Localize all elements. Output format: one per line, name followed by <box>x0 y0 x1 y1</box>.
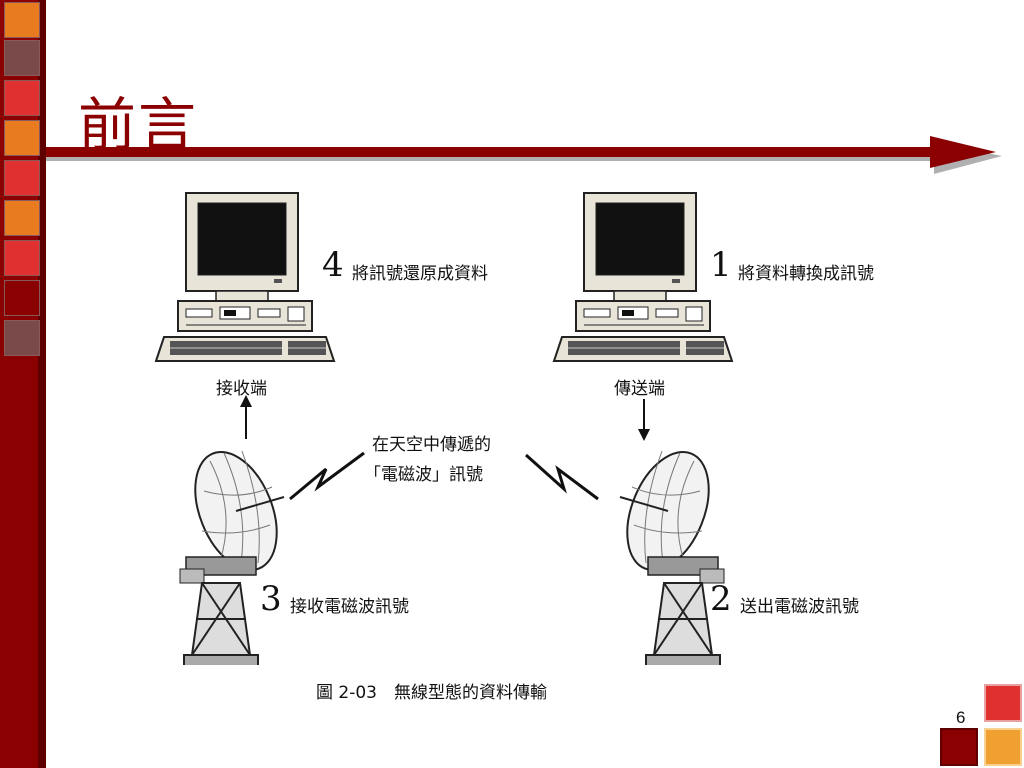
left-square-4 <box>4 120 40 156</box>
left-bar-shade <box>38 0 46 768</box>
wireless-transmission-diagram <box>155 192 733 665</box>
step4-number: 4 <box>322 245 344 285</box>
title-arrow-icon <box>930 136 1002 174</box>
corner-square-dark <box>940 728 978 766</box>
step2-text: 送出電磁波訊號 <box>740 597 859 617</box>
page-number: 6 <box>956 708 966 727</box>
receiver-computer-icon <box>155 192 335 362</box>
title-rule-shadow <box>46 157 940 161</box>
title-rule <box>46 147 940 157</box>
sender-computer-icon <box>553 192 733 362</box>
sender-dish-icon <box>610 439 726 665</box>
wave-label-line2: 「電磁波」訊號 <box>364 465 483 485</box>
left-square-9 <box>4 320 40 356</box>
step1-text: 將資料轉換成訊號 <box>738 264 874 284</box>
left-square-3 <box>4 80 40 116</box>
step1-number: 1 <box>710 245 732 285</box>
receiver-label: 接收端 <box>216 379 267 399</box>
left-square-5 <box>4 160 40 196</box>
step4-text: 將訊號還原成資料 <box>352 264 488 284</box>
left-square-6 <box>4 200 40 236</box>
wave-label-line1: 在天空中傳遞的 <box>372 435 491 455</box>
receiver-dish-icon <box>178 439 294 665</box>
corner-square-orange <box>984 728 1022 766</box>
left-square-1 <box>4 2 40 38</box>
figure-caption: 圖 2-03 無線型態的資料傳輸 <box>316 683 547 703</box>
step3-text: 接收電磁波訊號 <box>290 597 409 617</box>
left-square-7 <box>4 240 40 276</box>
step2-number: 2 <box>710 579 732 619</box>
sender-label: 傳送端 <box>614 379 665 399</box>
left-square-2 <box>4 40 40 76</box>
step3-number: 3 <box>260 579 282 619</box>
corner-square-red <box>984 684 1022 722</box>
left-square-8 <box>4 280 40 316</box>
